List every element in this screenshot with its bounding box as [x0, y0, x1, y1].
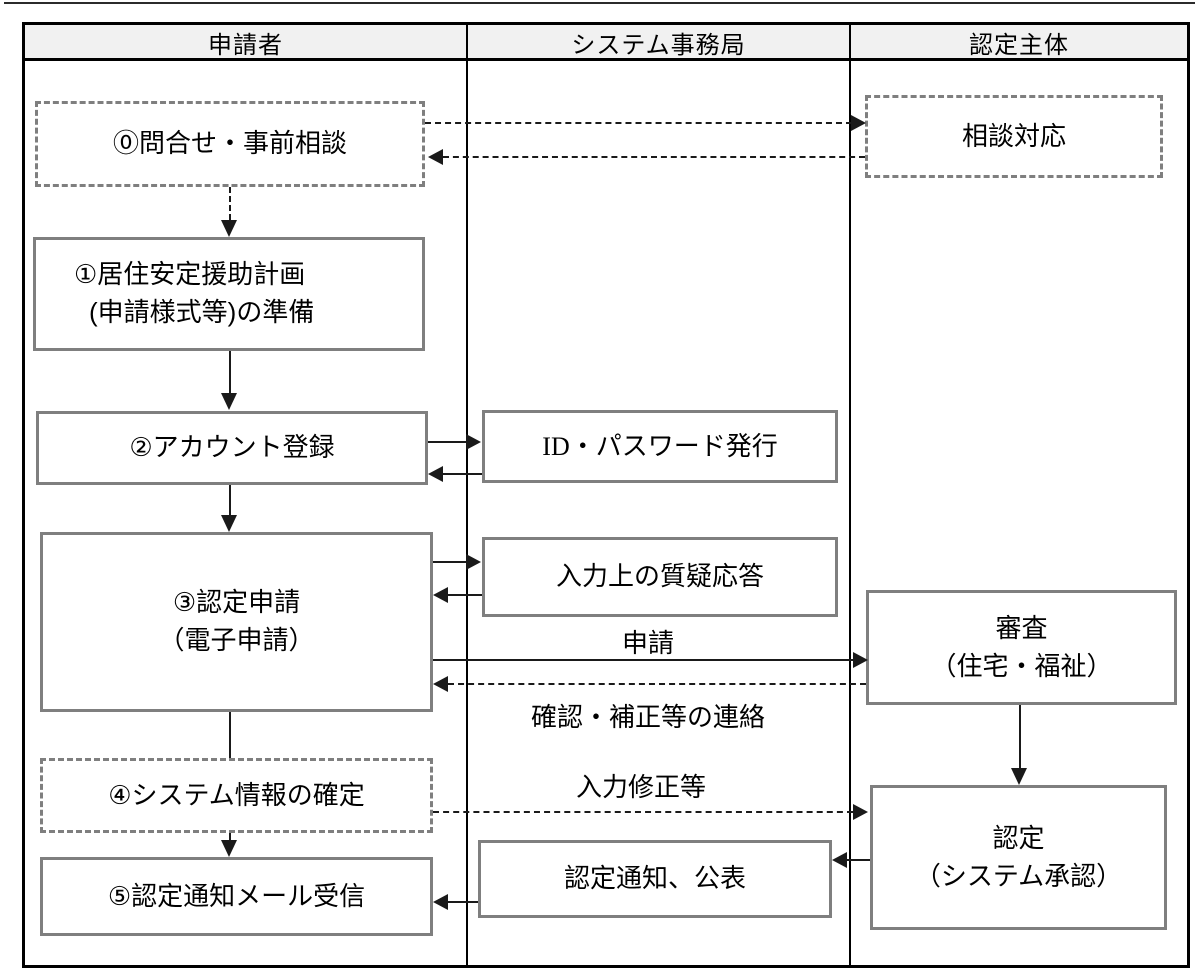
apply-arrow-label: 申請	[621, 628, 674, 658]
arrow-step3-to-qa-head-icon	[466, 554, 481, 570]
lane-divider-1	[466, 25, 468, 965]
connector-step3-step4-line	[229, 712, 231, 758]
qa-label: 入力上の質疑応答	[555, 561, 764, 592]
header-strip	[25, 25, 1187, 61]
step1-plan-box: ①居住安定援助計画 (申請様式等)の準備	[33, 237, 425, 351]
arrow-step2-to-id-head-icon	[466, 434, 481, 450]
consult-label: 相談対応	[961, 120, 1066, 151]
arrow-step4-step5-head-icon	[221, 840, 237, 857]
notify-publish-label: 認定通知、公表	[563, 863, 746, 894]
arrow-consult-to-inquiry-line	[443, 156, 865, 158]
step2-label: ②アカウント登録	[129, 432, 335, 463]
fix-arrow-label: 入力修正等	[575, 772, 706, 802]
approve-box: 認定 （システム承認）	[870, 785, 1167, 930]
arrow-review-approve-head-icon	[1011, 768, 1027, 785]
lane-divider-2	[849, 25, 851, 965]
arrow-notify-to-step5-head-icon	[433, 894, 448, 910]
arrow-step4-step5-line	[229, 833, 231, 840]
arrow-inquiry-to-consult-line	[425, 122, 852, 124]
arrow-confirm-head-icon	[433, 676, 448, 692]
arrow-confirm-line	[448, 683, 866, 685]
arrow-review-approve-line	[1019, 705, 1021, 768]
arrow-consult-to-inquiry-head-icon	[428, 149, 443, 165]
arrow-approve-to-notify-line	[847, 859, 870, 861]
arrow-step3-to-qa-line	[433, 561, 466, 563]
arrow-qa-to-step3-line	[448, 594, 482, 596]
notify-publish-box: 認定通知、公表	[478, 840, 832, 918]
step0-label: ⓪問合せ・事前相談	[112, 128, 347, 159]
step1-label-line2: (申請様式等)の準備	[89, 297, 315, 327]
arrow-step2-to-id-line	[428, 441, 466, 443]
id-password-label: ID・パスワード発行	[542, 431, 778, 461]
confirm-arrow-label: 確認・補正等の連絡	[530, 702, 765, 732]
step0-inquiry-box: ⓪問合せ・事前相談	[35, 101, 425, 187]
step4-label: ④システム情報の確定	[108, 779, 365, 810]
arrow-approve-to-notify-head-icon	[832, 852, 847, 868]
id-password-box: ID・パスワード発行	[482, 410, 838, 483]
arrow-apply-line	[433, 659, 853, 661]
review-label-line2: （住宅・福祉）	[930, 650, 1113, 681]
arrow-fix-line	[433, 811, 853, 813]
review-label-line1: 審査	[995, 612, 1048, 643]
arrow-step0-step1-line	[229, 187, 231, 220]
step5-mail-box: ⑤認定通知メール受信	[40, 857, 433, 936]
step3-label-line1: ③認定申請	[172, 587, 301, 618]
arrow-step2-step3-line	[229, 485, 231, 515]
lane-header-applicant: 申請者	[208, 31, 283, 59]
review-box: 審査 （住宅・福祉）	[866, 590, 1177, 705]
top-rule	[4, 2, 1195, 4]
approve-label-line2: （システム承認）	[914, 860, 1123, 891]
arrow-id-to-step2-line	[443, 473, 482, 475]
step2-account-box: ②アカウント登録	[36, 411, 428, 485]
step1-label-line1: ①居住安定援助計画	[74, 259, 306, 290]
arrow-step0-step1-head-icon	[221, 220, 237, 237]
arrow-qa-to-step3-head-icon	[433, 587, 448, 603]
lane-header-authority: 認定主体	[969, 31, 1069, 59]
step3-application-box: ③認定申請 （電子申請）	[40, 532, 433, 712]
step4-confirm-info-box: ④システム情報の確定	[40, 758, 433, 833]
arrow-id-to-step2-head-icon	[428, 466, 443, 482]
consult-box: 相談対応	[865, 95, 1163, 178]
approve-label-line1: 認定	[992, 822, 1045, 853]
arrow-inquiry-to-consult-head-icon	[851, 115, 866, 131]
step3-label-line2: （電子申請）	[158, 625, 315, 655]
arrow-apply-head-icon	[853, 652, 868, 668]
qa-box: 入力上の質疑応答	[482, 537, 838, 617]
arrow-step2-step3-head-icon	[221, 515, 237, 532]
arrow-fix-head-icon	[853, 804, 868, 820]
arrow-notify-to-step5-line	[448, 901, 478, 903]
step5-label: ⑤認定通知メール受信	[107, 880, 366, 911]
lane-header-office: システム事務局	[571, 31, 746, 59]
arrow-step1-step2-head-icon	[221, 393, 237, 410]
arrow-step1-step2-line	[229, 351, 231, 393]
